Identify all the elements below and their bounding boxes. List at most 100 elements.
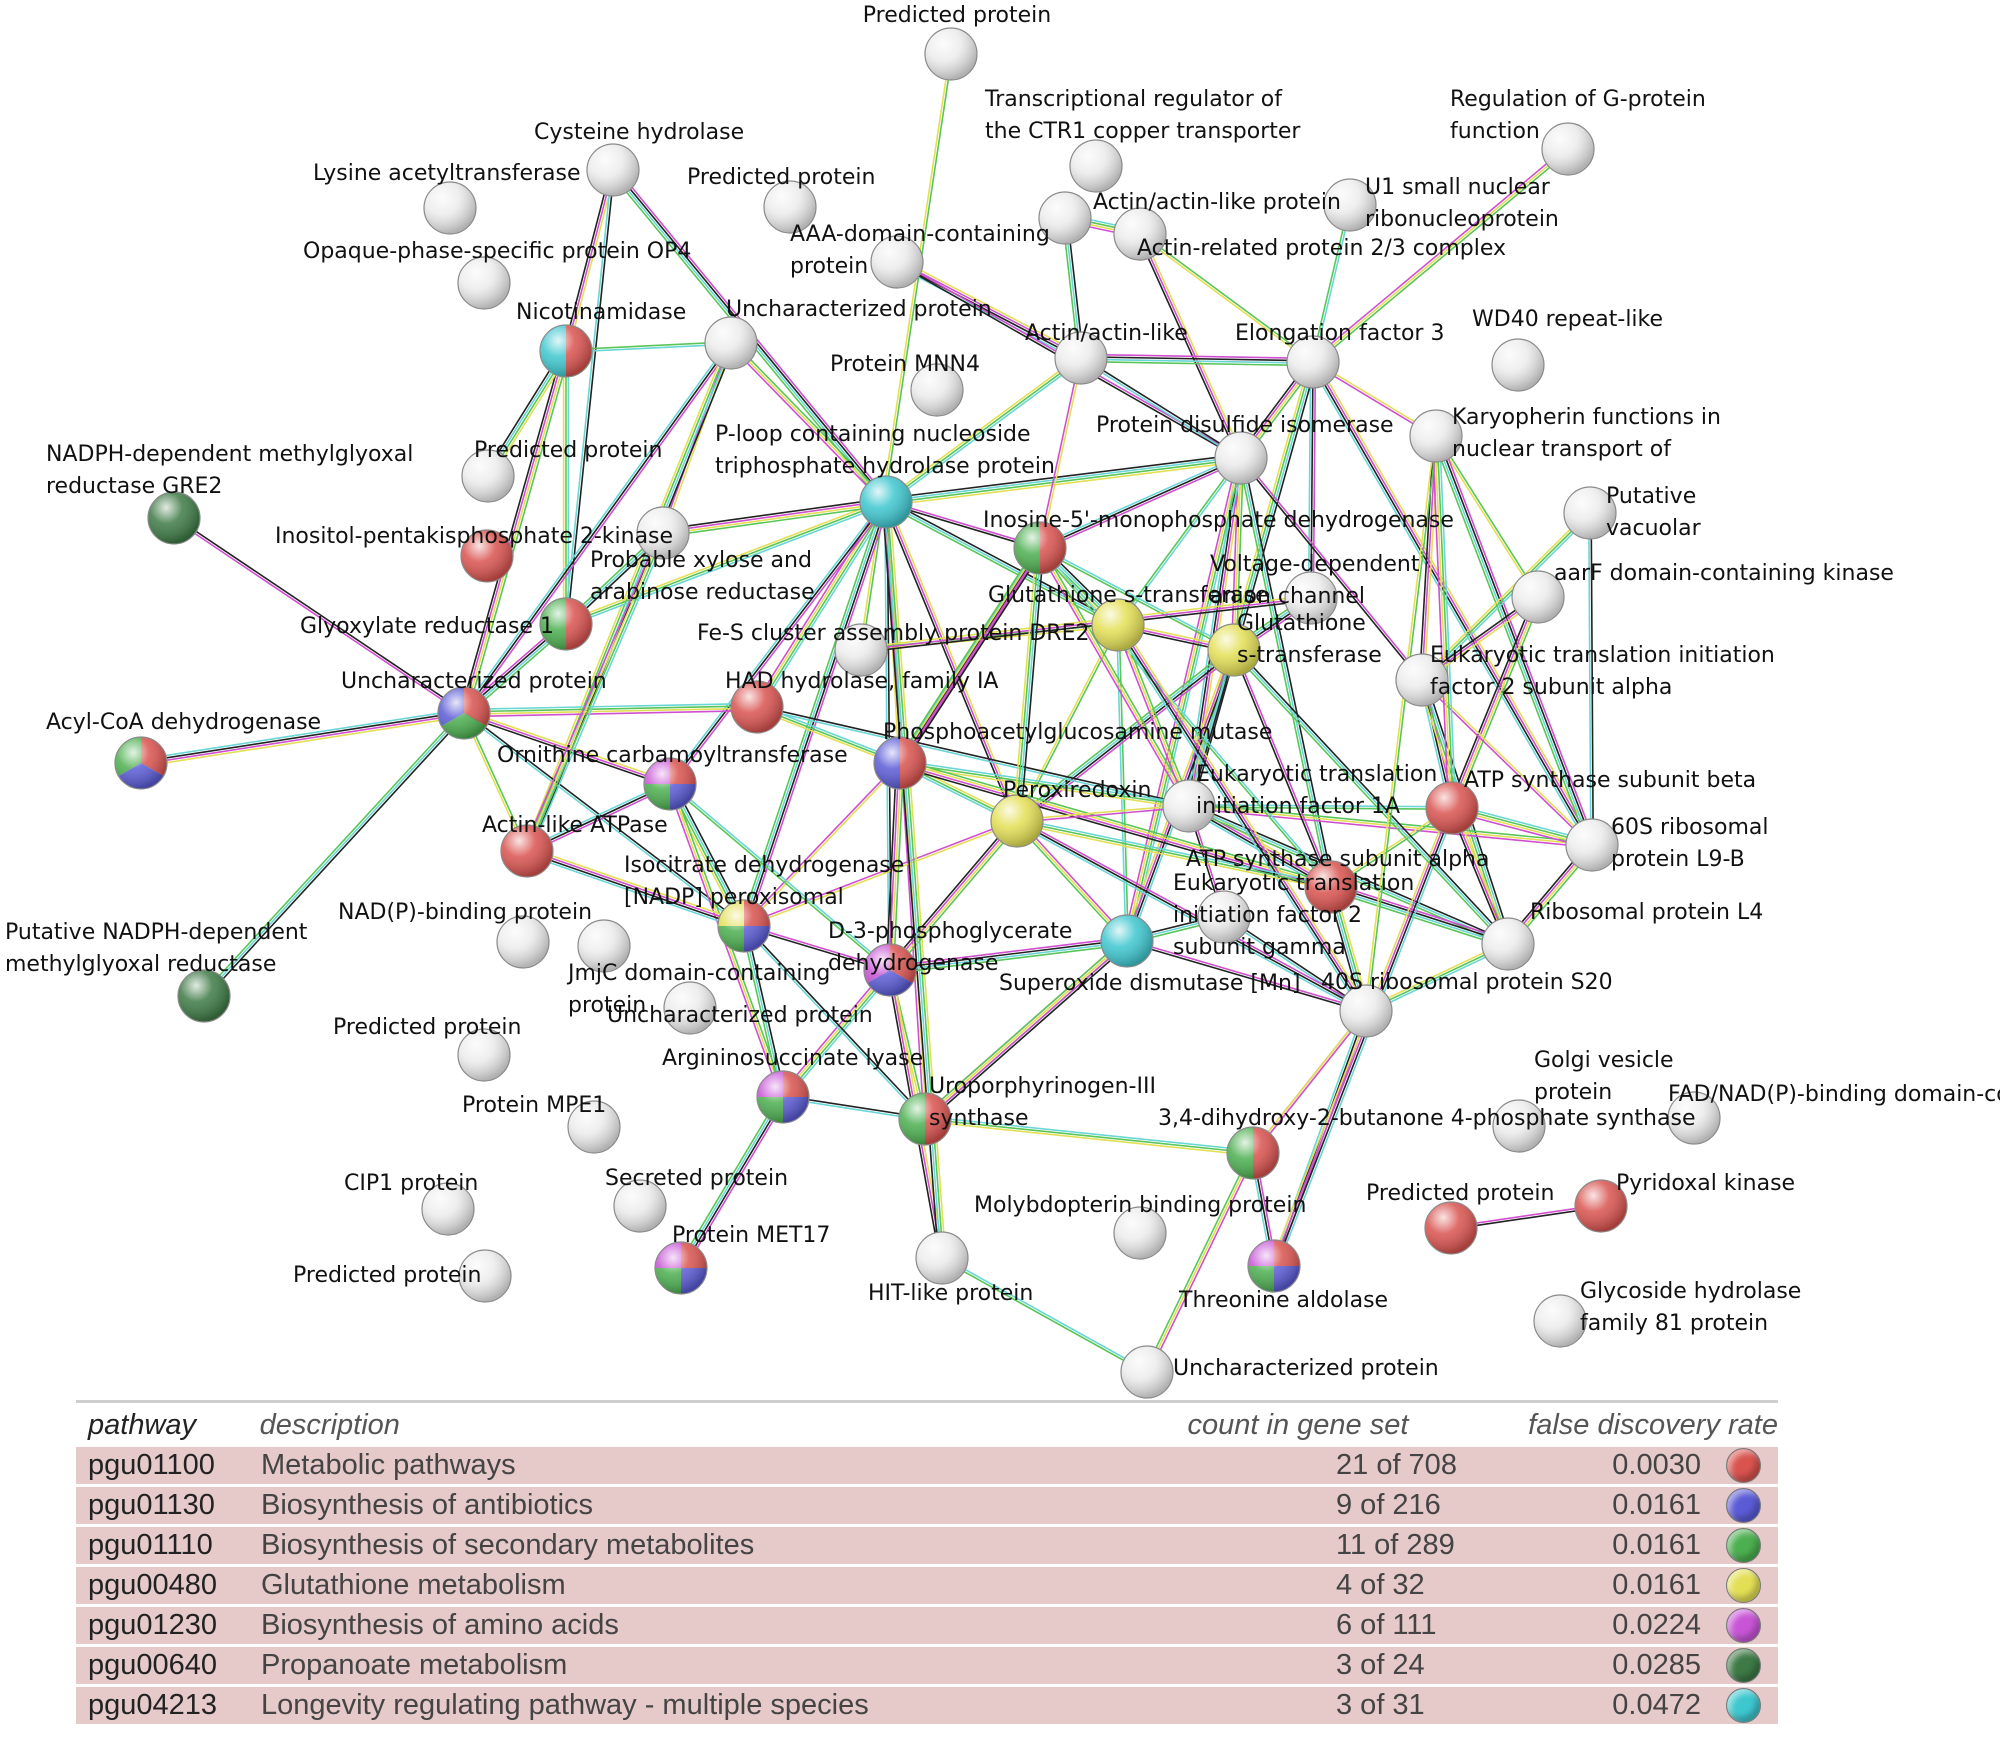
gene-set-count: 11 of 289	[1336, 1529, 1455, 1561]
protein-node[interactable]	[654, 1241, 708, 1295]
protein-node[interactable]	[1069, 139, 1123, 193]
protein-node[interactable]	[460, 529, 514, 583]
protein-node[interactable]	[643, 757, 697, 811]
protein-node[interactable]	[496, 915, 550, 969]
protein-node[interactable]	[421, 1182, 475, 1236]
protein-node[interactable]	[1226, 1126, 1280, 1180]
protein-node[interactable]	[1339, 984, 1393, 1038]
protein-node[interactable]	[1247, 1239, 1301, 1293]
protein-node[interactable]	[423, 181, 477, 235]
protein-node[interactable]	[458, 1249, 512, 1303]
protein-node[interactable]	[924, 27, 978, 81]
protein-node[interactable]	[457, 1028, 511, 1082]
protein-node[interactable]	[613, 1179, 667, 1233]
protein-node[interactable]	[1054, 331, 1108, 385]
protein-node[interactable]	[1425, 781, 1479, 835]
protein-node[interactable]	[1565, 818, 1619, 872]
protein-node[interactable]	[1120, 1345, 1174, 1399]
protein-node[interactable]	[756, 1070, 810, 1124]
protein-node[interactable]	[1286, 335, 1340, 389]
protein-node[interactable]	[1214, 431, 1268, 485]
node-label: Uncharacterized protein	[607, 1003, 873, 1028]
interaction-edge	[899, 547, 1041, 764]
protein-node[interactable]	[1563, 486, 1617, 540]
node-shading	[1511, 570, 1565, 624]
protein-node[interactable]	[1207, 623, 1261, 677]
node-shading	[898, 1092, 952, 1146]
node-shading	[1207, 623, 1261, 677]
protein-node[interactable]	[704, 316, 758, 370]
node-label: Nicotinamidase	[516, 300, 686, 325]
interaction-edge	[898, 258, 1084, 356]
protein-node[interactable]	[1395, 653, 1449, 707]
protein-node[interactable]	[990, 794, 1044, 848]
interaction-edge	[779, 967, 888, 1096]
protein-node[interactable]	[730, 680, 784, 734]
interaction-edge	[886, 359, 1083, 505]
protein-node[interactable]	[873, 736, 927, 790]
node-shading	[924, 27, 978, 81]
protein-node[interactable]	[1038, 191, 1092, 245]
protein-node[interactable]	[437, 686, 491, 740]
interaction-edge	[894, 264, 1080, 362]
protein-node[interactable]	[147, 491, 201, 545]
protein-node[interactable]	[1304, 860, 1358, 914]
interaction-edge	[1366, 436, 1438, 1012]
protein-node[interactable]	[834, 623, 888, 677]
protein-node[interactable]	[457, 256, 511, 310]
protein-node[interactable]	[1113, 1206, 1167, 1260]
protein-node[interactable]	[1162, 779, 1216, 833]
interaction-edge	[1331, 882, 1510, 942]
node-shading	[496, 915, 550, 969]
protein-node[interactable]	[567, 1100, 621, 1154]
interaction-edge	[923, 939, 1127, 1119]
interaction-edge	[1313, 205, 1352, 363]
node-shading	[539, 324, 593, 378]
protein-node[interactable]	[461, 449, 515, 503]
protein-node[interactable]	[1541, 122, 1595, 176]
protein-node[interactable]	[663, 981, 717, 1035]
protein-node[interactable]	[500, 824, 554, 878]
protein-node[interactable]	[636, 506, 690, 560]
interaction-edge	[922, 937, 1126, 1117]
protein-node[interactable]	[870, 235, 924, 289]
protein-node[interactable]	[1323, 178, 1377, 232]
protein-node[interactable]	[1481, 917, 1535, 971]
protein-node[interactable]	[898, 1092, 952, 1146]
protein-node[interactable]	[863, 943, 917, 997]
protein-node[interactable]	[539, 324, 593, 378]
protein-node[interactable]	[859, 475, 913, 529]
protein-node[interactable]	[1511, 570, 1565, 624]
protein-node[interactable]	[1100, 914, 1154, 968]
protein-node[interactable]	[1667, 1091, 1721, 1145]
protein-node[interactable]	[1197, 890, 1251, 944]
interaction-edge	[566, 503, 888, 627]
protein-node[interactable]	[1013, 521, 1067, 575]
protein-node[interactable]	[1113, 207, 1167, 261]
protein-node[interactable]	[1424, 1201, 1478, 1255]
protein-node[interactable]	[763, 180, 817, 234]
protein-node[interactable]	[177, 969, 231, 1023]
protein-node[interactable]	[1492, 1099, 1546, 1153]
protein-node[interactable]	[1491, 338, 1545, 392]
protein-node[interactable]	[586, 143, 640, 197]
interaction-edge	[889, 939, 1127, 970]
interaction-edge	[205, 714, 467, 999]
protein-node[interactable]	[1091, 598, 1145, 652]
protein-node[interactable]	[539, 597, 593, 651]
protein-node[interactable]	[915, 1231, 969, 1285]
node-label: Lysine acetyltransferase	[313, 161, 581, 186]
protein-node[interactable]	[1574, 1179, 1628, 1233]
interaction-edge	[884, 355, 1081, 501]
protein-node[interactable]	[114, 736, 168, 790]
protein-node[interactable]	[717, 899, 771, 953]
protein-node[interactable]	[1284, 571, 1338, 625]
node-label: Ribosomal protein L4	[1530, 900, 1763, 925]
protein-node[interactable]	[1409, 409, 1463, 463]
node-shading	[1409, 409, 1463, 463]
protein-node[interactable]	[910, 363, 964, 417]
protein-node[interactable]	[577, 919, 631, 973]
node-label: Argininosuccinate lyase	[662, 1046, 923, 1071]
protein-node[interactable]	[1533, 1294, 1587, 1348]
